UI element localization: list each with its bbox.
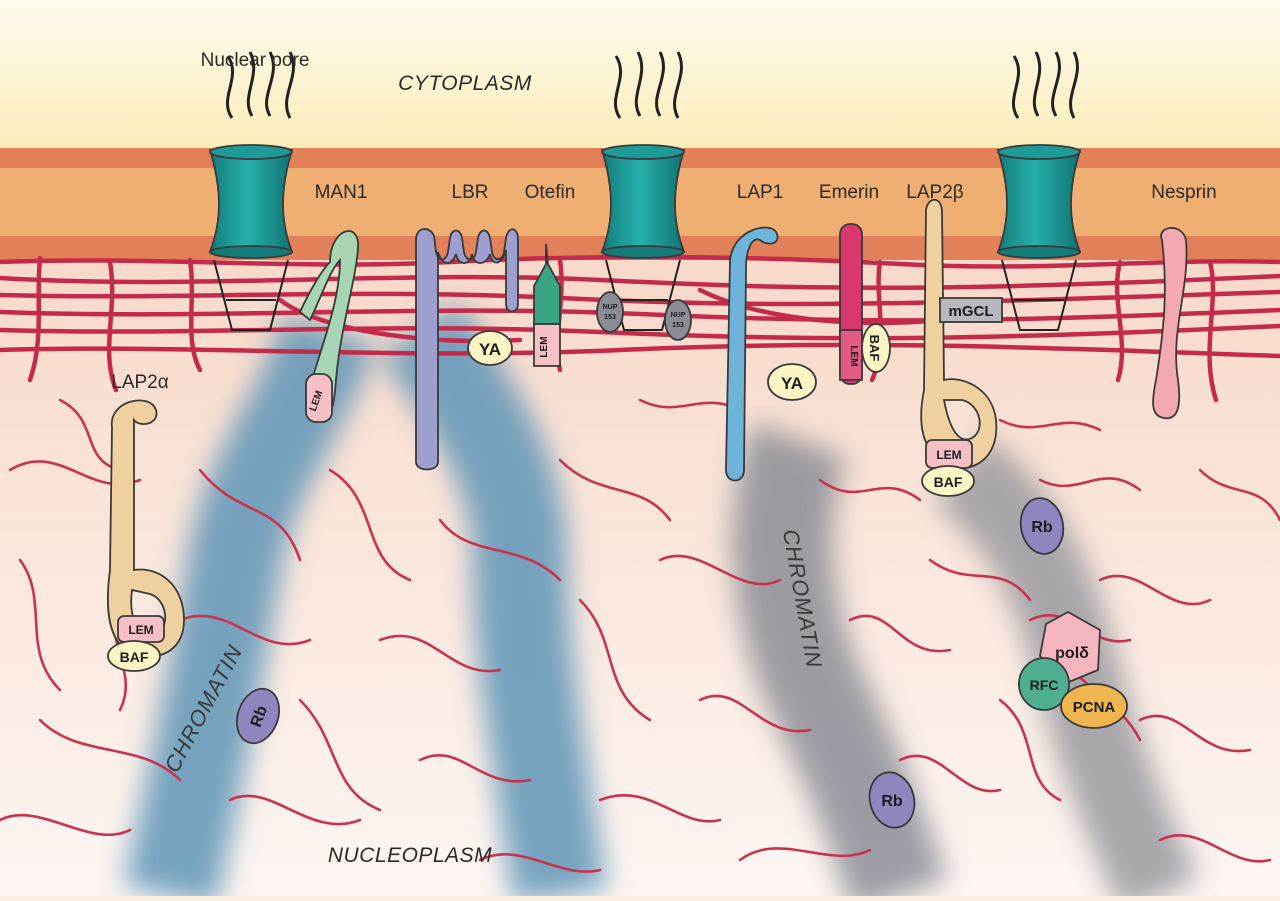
- cytoplasm-label: CYTOPLASM: [398, 72, 532, 95]
- nucleoplasm-label: NUCLEOPLASM: [328, 844, 492, 867]
- mgcl-tag: mGCL: [939, 297, 1003, 323]
- rb-label: Rb: [248, 703, 271, 729]
- lap1-label: LAP1: [737, 182, 783, 203]
- rb-protein-2: Rb: [1019, 497, 1065, 555]
- nuclear-pore-3: [996, 51, 1082, 331]
- mgcl-label: mGCL: [949, 303, 994, 320]
- baf-label: BAF: [120, 649, 149, 665]
- lem-domain-label: LEM: [848, 345, 859, 366]
- nup-label: NUP: [671, 312, 686, 319]
- rfc-label: RFC: [1030, 677, 1059, 693]
- emerin-protein: LEM: [839, 223, 863, 385]
- man1-protein: LEM: [298, 230, 359, 423]
- nuclear-pore-label: Nuclear pore: [201, 50, 310, 71]
- lem-domain-label: LEM: [936, 448, 961, 462]
- baf-tag-emerin: BAF: [861, 323, 891, 373]
- lap2a-protein: LEM: [107, 399, 185, 658]
- lap1-protein: [725, 226, 779, 482]
- man1-label: MAN1: [315, 182, 368, 203]
- otefin-protein: LEM: [533, 243, 561, 367]
- ya-label: YA: [479, 340, 501, 359]
- lap2b-protein: LEM: [920, 198, 998, 469]
- baf-tag-lap2a: BAF: [107, 640, 161, 672]
- ya-label: YA: [781, 374, 803, 393]
- otefin-label: Otefin: [525, 182, 576, 203]
- lem-domain-label: LEM: [128, 623, 153, 637]
- rb-protein-3: Rb: [868, 771, 916, 829]
- lem-domain-label: LEM: [539, 336, 550, 357]
- intranuclear-filaments: [0, 398, 1280, 873]
- nup153-tag-left: NUP 153: [596, 291, 624, 333]
- pol-delta-label: polδ: [1055, 645, 1089, 662]
- replication-complex: polδ RFC PCNA: [1018, 610, 1128, 729]
- lap2a-label: LAP2α: [111, 372, 168, 393]
- lap2b-label: LAP2β: [906, 182, 963, 203]
- lbr-protein: [415, 228, 519, 471]
- nup-number: 153: [672, 322, 684, 329]
- pcna-label: PCNA: [1073, 699, 1116, 716]
- lbr-label: LBR: [452, 182, 489, 203]
- baf-label: BAF: [934, 474, 963, 490]
- emerin-label: Emerin: [819, 182, 879, 203]
- nup153-tag-right: NUP 153: [664, 299, 692, 341]
- ya-tag-1: YA: [467, 330, 513, 366]
- rb-protein-1: Rb: [236, 687, 280, 745]
- nesprin-protein: [1152, 227, 1188, 420]
- rb-label: Rb: [1031, 519, 1053, 536]
- ya-tag-2: YA: [767, 363, 817, 401]
- nesprin-label: Nesprin: [1151, 182, 1216, 203]
- nup-number: 153: [604, 314, 616, 321]
- baf-tag-lap2b: BAF: [921, 465, 975, 497]
- baf-label: BAF: [867, 335, 882, 362]
- nuclear-pore-1: [208, 51, 295, 331]
- nuclear-pore-2: [600, 51, 686, 331]
- nup-label: NUP: [603, 304, 618, 311]
- rb-label: Rb: [881, 793, 903, 810]
- chromatin-strands: [123, 302, 1199, 901]
